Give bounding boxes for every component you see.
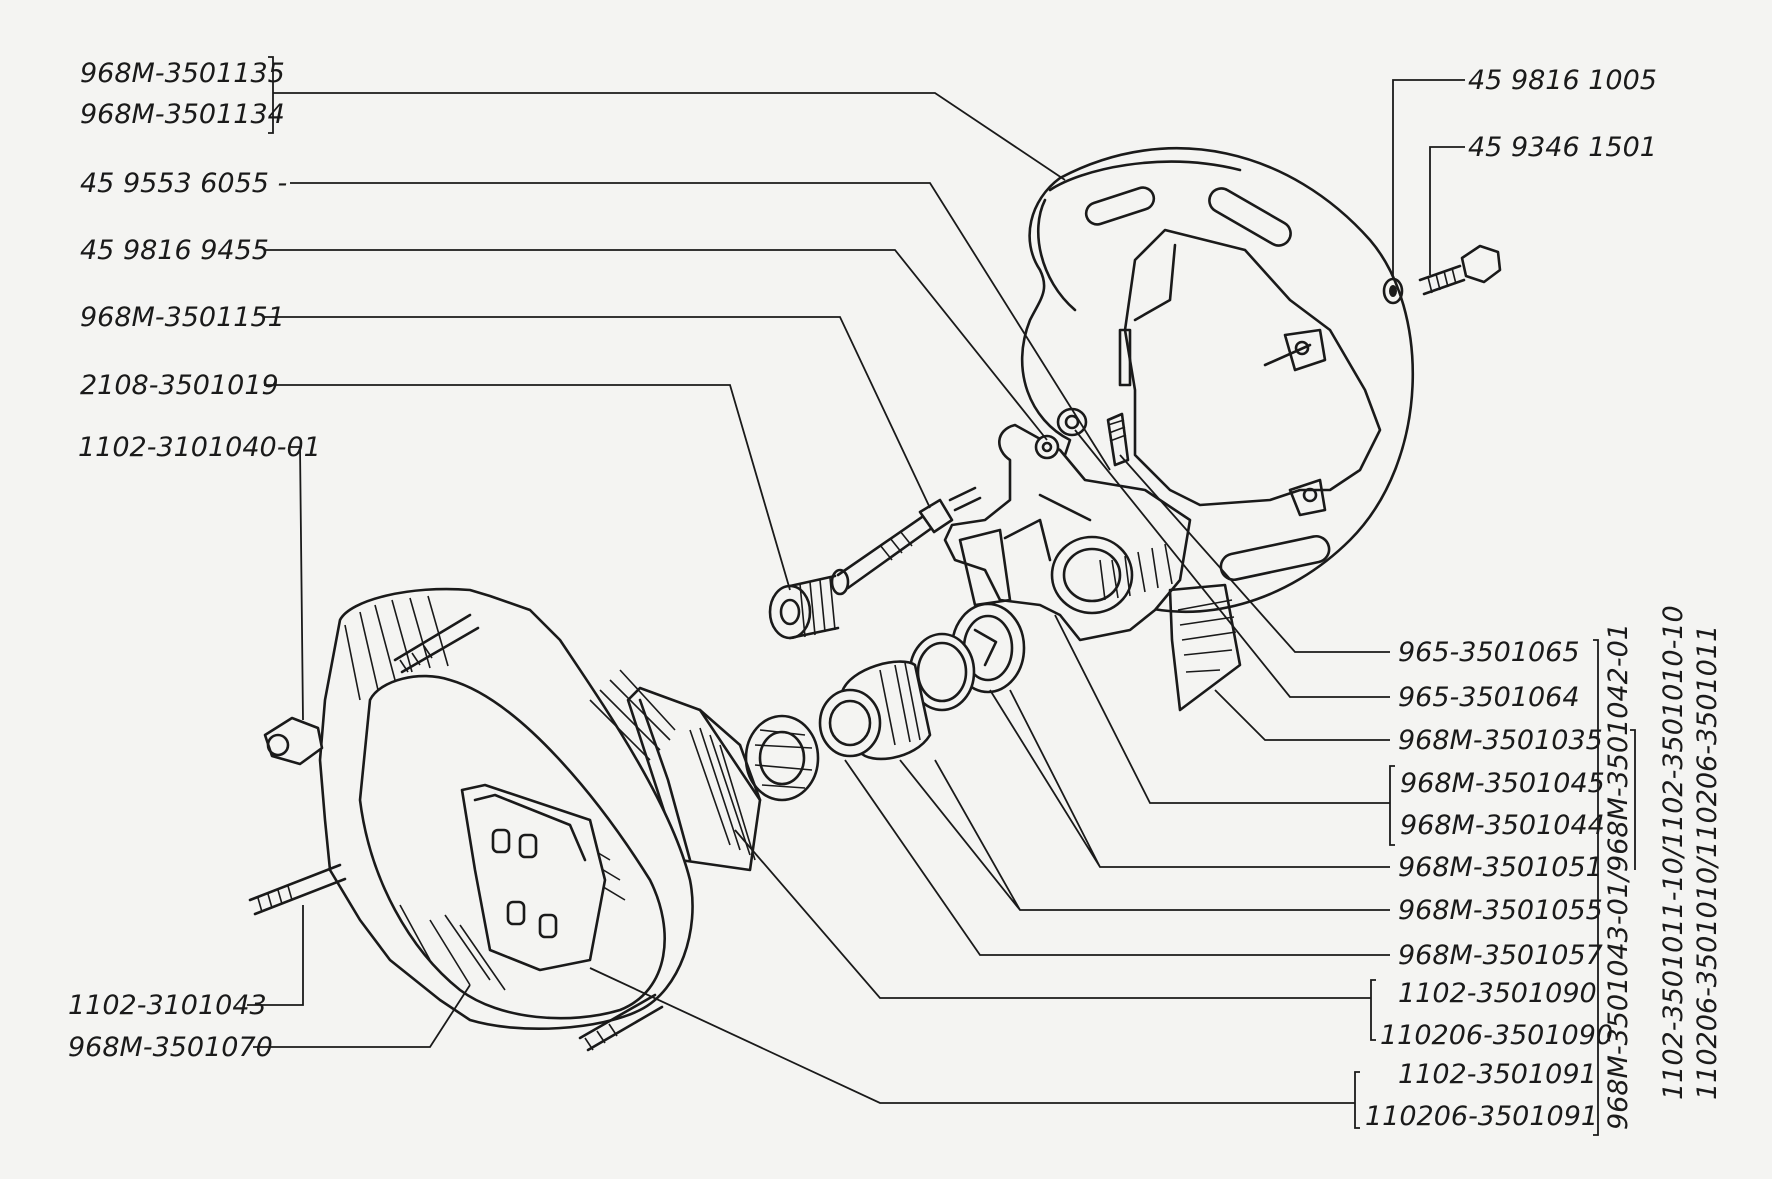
label-968m-3501057: 968M-3501057 <box>1398 940 1603 971</box>
caliper-body <box>943 407 1192 642</box>
label-968m-3501051: 968M-3501051 <box>1398 852 1603 883</box>
label-caliper-assembly-group: 968M-3501043-01/968M-3501042-01 <box>1603 623 1634 1130</box>
label-968m-3501151: 968M-3501151 <box>80 302 285 333</box>
anti-rattle-spring <box>1168 583 1242 712</box>
label-965-3501064: 965-3501064 <box>1398 682 1580 713</box>
seal-rings <box>908 602 1026 712</box>
label-45-9346-1501: 45 9346 1501 <box>1468 132 1657 163</box>
label-965-3501065: 965-3501065 <box>1398 637 1580 668</box>
label-110206-3501090: 110206-3501090 <box>1380 1020 1613 1051</box>
wheel-studs <box>248 613 664 1052</box>
protective-cap <box>768 574 840 640</box>
piston <box>818 660 932 761</box>
label-968m-3501134: 968M-3501134 <box>80 99 285 130</box>
label-968m-3501044: 968M-3501044 <box>1400 810 1605 841</box>
label-45-9553-6055: 45 9553 6055 - <box>80 168 287 199</box>
label-1102-3101043: 1102-3101043 <box>68 990 267 1021</box>
label-1102-3501091: 1102-3501091 <box>1398 1059 1597 1090</box>
label-968m-3501070: 968M-3501070 <box>68 1032 273 1063</box>
label-2108-3501019: 2108-3501019 <box>80 370 279 401</box>
label-968m-3501045: 968M-3501045 <box>1400 768 1605 799</box>
label-45-9816-9455: 45 9816 9455 <box>80 235 269 266</box>
label-110206-3501091: 110206-3501091 <box>1365 1101 1598 1132</box>
label-968m-3501035: 968M-3501035 <box>1398 725 1603 756</box>
leader-lines <box>247 56 1636 1136</box>
label-caliper-assembly-set-b: 110206-3501010/110206-3501011 <box>1692 625 1723 1100</box>
part-number-labels: 968M-3501135 968M-3501134 45 9553 6055 -… <box>68 58 1723 1132</box>
guide-pin <box>830 486 982 596</box>
label-968m-3501135: 968M-3501135 <box>80 58 285 89</box>
label-1102-3501090: 1102-3501090 <box>1398 978 1597 1009</box>
brake-disc-and-cover <box>318 587 694 1030</box>
label-968m-3501055: 968M-3501055 <box>1398 895 1603 926</box>
label-45-9816-1005: 45 9816 1005 <box>1468 65 1657 96</box>
label-caliper-assembly-set-a: 1102-3501011-10/1102-3501010-10 <box>1658 605 1689 1100</box>
bolt-and-washer <box>1382 244 1502 305</box>
label-1102-3101040-01: 1102-3101040-01 <box>78 432 321 463</box>
